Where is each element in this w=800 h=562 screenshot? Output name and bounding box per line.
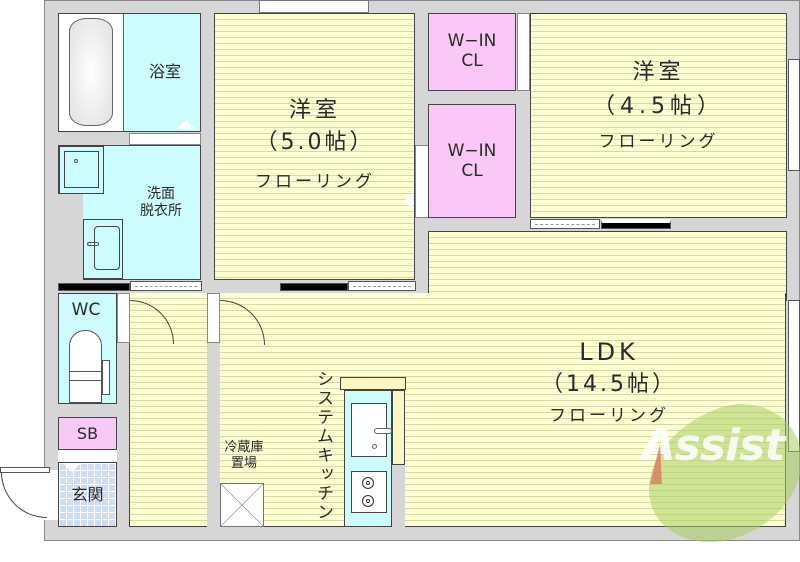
walkin-closet-2-label: W−IN CL: [447, 141, 497, 182]
ldk-floor: フローリング: [549, 406, 669, 426]
western-room-1-name: 洋室: [288, 98, 341, 123]
stove-icon: [351, 471, 387, 513]
western-room-2-size: （4.5帖）: [593, 94, 724, 119]
kitchen-counter-side: [392, 390, 405, 465]
window-top: [259, 0, 369, 13]
walkin-closet-1: W−IN CL: [428, 13, 516, 91]
walkin-closet-1-label: W−IN CL: [447, 31, 497, 72]
ldk: LDK （14.5帖） フローリング: [219, 293, 786, 527]
window-western-1-bottom-slide: [348, 281, 416, 291]
window-washroom-1: [58, 283, 130, 291]
window-western-2-bottom-slide: [530, 219, 600, 229]
toilet-tank-icon: [102, 360, 110, 395]
door-arrow-icon: [63, 463, 81, 472]
kitchen-wall: [392, 465, 405, 527]
ldk-door-opening[interactable]: [207, 293, 220, 343]
window-right-2: [788, 300, 800, 452]
washroom: 洗面 脱衣所: [58, 145, 201, 281]
shoe-box-label: SB: [76, 424, 99, 443]
window-right-1: [788, 59, 800, 171]
bathroom: 浴室: [58, 13, 201, 132]
toilet-label: WC: [71, 300, 101, 320]
western-room-5-0: 洋室 （5.0帖） フローリング: [214, 13, 415, 280]
door-arrow-icon: [177, 120, 195, 129]
bathroom-label: 浴室: [148, 62, 181, 81]
kitchen-label: システムキッチン: [313, 370, 333, 522]
entrance-label: 玄関: [71, 485, 104, 504]
ldk-size: （14.5帖）: [541, 372, 677, 397]
western-room-2-floor: フローリング: [598, 132, 719, 152]
washroom-wall-notch: [58, 194, 83, 281]
system-kitchen[interactable]: [344, 390, 392, 527]
window-washroom-2: [130, 281, 202, 291]
toilet-door-opening[interactable]: [117, 293, 130, 343]
closet-2-door[interactable]: [415, 145, 429, 218]
western-room-1-floor: フローリング: [255, 172, 375, 192]
fridge-space-marker: [220, 483, 264, 527]
bathroom-door-opening[interactable]: [129, 133, 201, 145]
fridge-space-label: 冷蔵庫 置場: [224, 440, 264, 471]
bathtub-icon: [59, 14, 124, 131]
door-arrow-icon: [404, 193, 413, 209]
ldk-name: LDK: [579, 338, 639, 366]
window-western-1-bottom: [280, 283, 348, 291]
washroom-label: 洗面 脱衣所: [140, 186, 182, 219]
western-room-2-name: 洋室: [632, 60, 685, 85]
western-room-1-size: （5.0帖）: [255, 130, 375, 155]
entrance-door-swing[interactable]: [1, 472, 47, 518]
washing-machine-icon: [59, 146, 104, 194]
window-western-2-bottom: [601, 219, 671, 229]
shoe-box-door[interactable]: [58, 450, 117, 462]
toilet-icon: [69, 330, 102, 403]
entrance-threshold[interactable]: [44, 470, 58, 520]
western-room-4-5: 洋室 （4.5帖） フローリング: [530, 13, 787, 218]
hallway-wall: [207, 343, 220, 527]
entrance: 玄関: [58, 462, 117, 527]
sink-icon: [351, 403, 392, 457]
kitchen-counter-top: [340, 377, 406, 390]
toilet-room: WC: [58, 293, 117, 404]
ldk-upper: [428, 231, 787, 301]
closet-1-door[interactable]: [517, 13, 530, 91]
shoe-box: SB: [58, 417, 117, 450]
walkin-closet-2: W−IN CL: [428, 104, 516, 218]
vanity-sink-icon: [83, 219, 123, 279]
